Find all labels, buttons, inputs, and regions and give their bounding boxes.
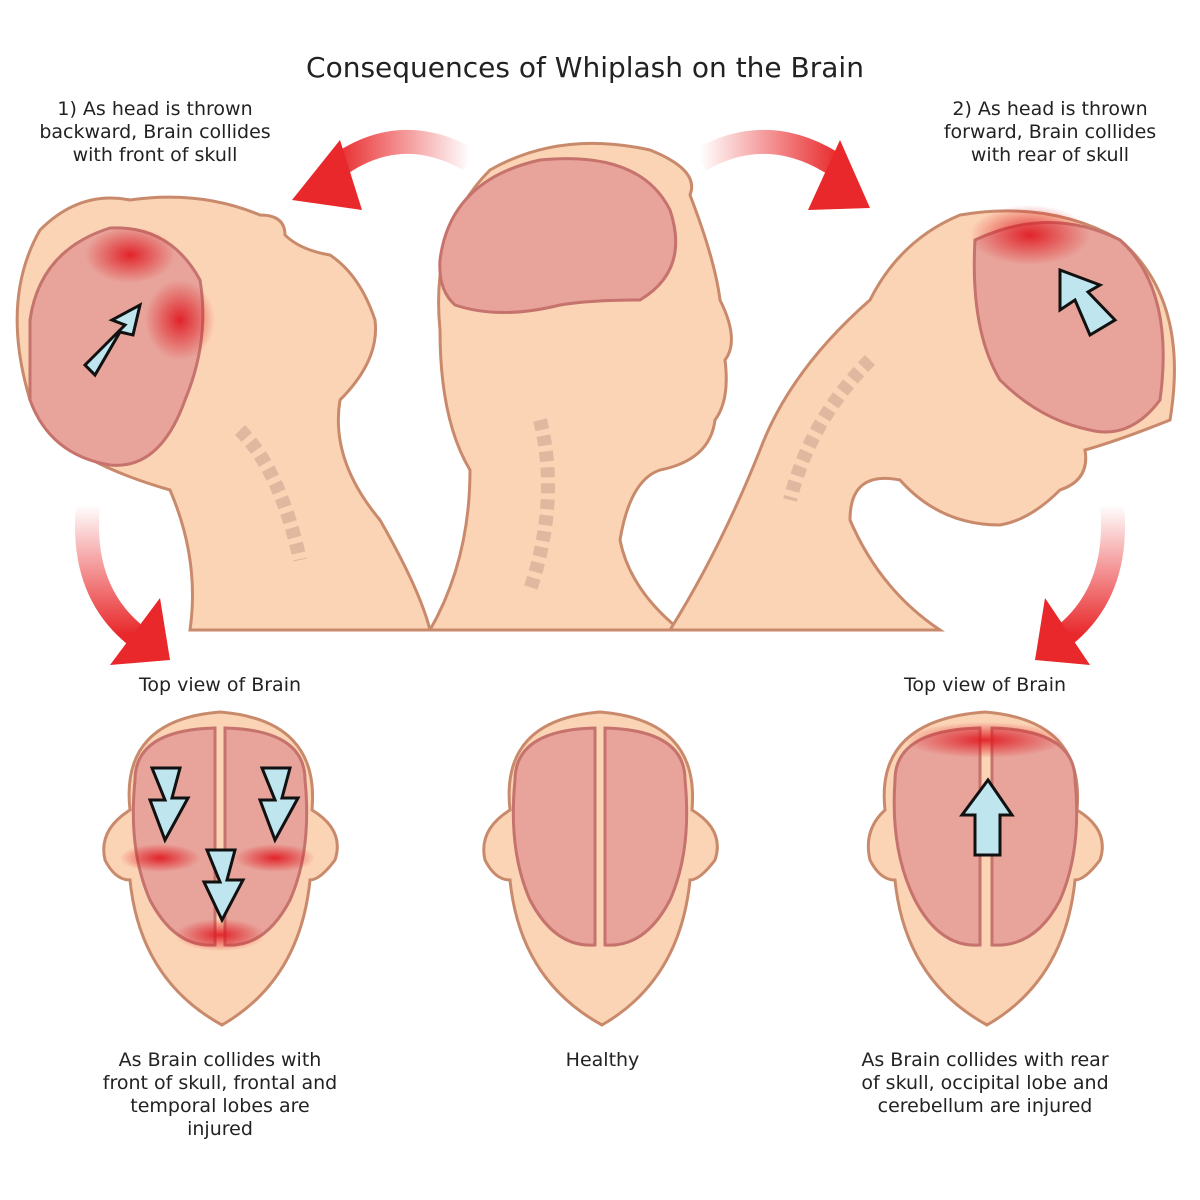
injury-zone-front [85,227,175,283]
injury-zone-front-lower [145,280,215,360]
spine-center [523,418,555,593]
head-thrown-forward [667,205,1176,632]
brain-side-center [438,157,678,314]
down-arrow-right [1035,503,1125,665]
caption-step-1: 1) As head is thrown backward, Brain col… [39,98,271,166]
page-title: Consequences of Whiplash on the Brain [306,51,864,84]
label-front-injury: As Brain collides with front of skull, f… [102,1049,338,1140]
down-arrow-left [75,503,170,665]
label-top-view-right: Top view of Brain [903,674,1067,696]
impact-arrow-icon [147,766,191,844]
impact-arrow-icon [82,302,143,378]
impact-arrow-icon [959,777,1015,857]
head-thrown-backward [15,195,432,632]
label-top-view-left: Top view of Brain [138,674,302,696]
impact-arrow-icon [201,848,246,924]
brain-side-right [972,221,1165,434]
label-rear-injury: As Brain collides with rear of skull, oc… [861,1049,1109,1117]
spine-right [783,355,875,502]
caption-step-2: 2) As head is thrown forward, Brain coll… [943,98,1157,166]
impact-arrow-icon [1058,267,1118,338]
top-view-brain-rear-injury [866,710,1104,1027]
top-view-brain-front-injury [102,710,339,1027]
forward-motion-arrow [694,129,870,210]
head-healthy [427,141,733,632]
top-view-brain-healthy [482,710,719,1027]
backward-motion-arrow [292,129,476,210]
impact-arrow-icon [257,766,301,844]
injury-zone-rear [970,205,1090,265]
label-healthy: Healthy [565,1049,640,1071]
